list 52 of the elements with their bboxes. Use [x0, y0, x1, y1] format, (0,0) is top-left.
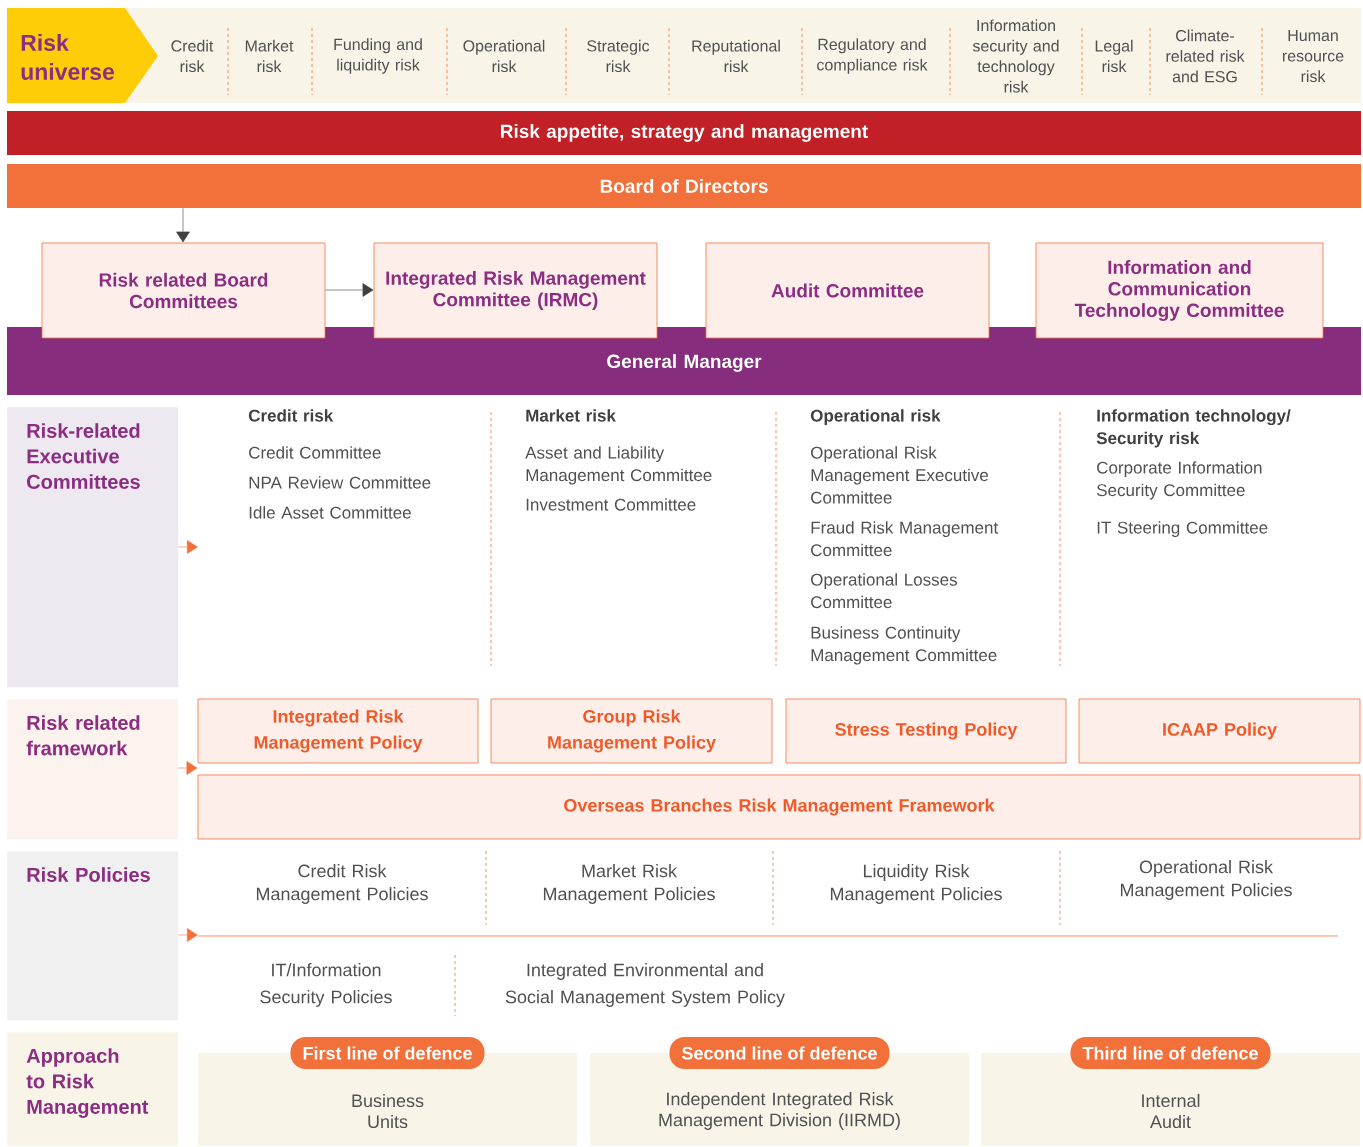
banner: Board of Directors — [7, 164, 1361, 208]
risk-category: Market risk — [245, 39, 294, 73]
defence-box: Third line of defence Internal Audit — [981, 1037, 1360, 1146]
risk-category: Strategic risk — [587, 39, 650, 73]
committee-name: Fraud Risk Management Committee — [811, 521, 999, 557]
defence-box: First line of defence Business Units — [198, 1037, 577, 1146]
arrow — [176, 207, 190, 243]
arrow — [178, 540, 198, 554]
committee-box: Information and Communication Technology Committee — [1035, 242, 1324, 339]
policy-box: Stress Testing Policy — [785, 698, 1067, 764]
committee-name: Corporate Information Security Committee — [1097, 461, 1262, 500]
defence-box: Second line of defence Independent Integrated Risk Management Division (IIRMD) — [590, 1037, 969, 1146]
chevron-banner: Risk universe — [7, 8, 158, 103]
policy-name: Operational Risk Management Policies — [1120, 860, 1292, 900]
risk-category: Regulatory and compliance risk — [817, 38, 928, 74]
section-panel: Risk-related Executive Committees — [7, 407, 179, 688]
policy-name: Market Risk Management Policies — [543, 864, 715, 904]
banner: Risk appetite, strategy and management — [7, 111, 1361, 155]
committee-name: Credit Committee — [249, 446, 381, 459]
policy-name: IT/Information Security Policies — [260, 963, 392, 1007]
policy-box: Integrated Risk Management Policy — [197, 698, 479, 764]
risk-category: Operational risk — [463, 39, 545, 73]
risk-category: Human resource risk — [1282, 29, 1344, 83]
committee-name: Idle Asset Committee — [249, 506, 411, 519]
risk-category: Funding and liquidity risk — [334, 38, 422, 74]
arrow — [178, 761, 198, 775]
committee-box: Integrated Risk Management Committee (IRMC) — [373, 242, 658, 339]
committee-box: Audit Committee — [705, 242, 990, 339]
risk-category: Credit risk — [171, 39, 214, 73]
committee-box: Risk related Board Committees — [41, 242, 326, 339]
risk-category: Climate-related risk and ESG — [1166, 29, 1245, 83]
policy-box: Group Risk Management Policy — [490, 698, 773, 764]
policy-name: Liquidity Risk Management Policies — [830, 864, 1002, 904]
arrow — [325, 283, 374, 297]
section-panel: Risk related framework — [7, 699, 179, 840]
risk-category: Reputational risk — [692, 39, 780, 73]
committee-name: NPA Review Committee — [249, 476, 431, 489]
policy-name: Integrated Environmental and Social Management System Policy — [505, 963, 785, 1007]
committee-name: Asset and Liability Management Committee — [525, 446, 712, 485]
committee-name: Business Continuity Management Committee — [811, 626, 997, 665]
policy-box: Overseas Branches Risk Management Framework — [197, 774, 1361, 840]
section-panel: Approach to Risk Management — [7, 1032, 179, 1147]
arrow — [178, 928, 198, 942]
policy-name: Credit Risk Management Policies — [256, 864, 428, 904]
committee-name: Operational Losses Committee — [811, 573, 957, 609]
risk-category: Information security and technology risk — [972, 19, 1059, 93]
committee-name: IT Steering Committee — [1097, 521, 1268, 538]
committee-name: Operational Risk Management Executive Committee — [811, 446, 989, 504]
section-panel: Risk Policies — [7, 851, 179, 1021]
policy-box: ICAAP Policy — [1078, 698, 1361, 764]
risk-category: Legal risk — [1095, 39, 1133, 73]
committee-name: Investment Committee — [526, 498, 696, 511]
